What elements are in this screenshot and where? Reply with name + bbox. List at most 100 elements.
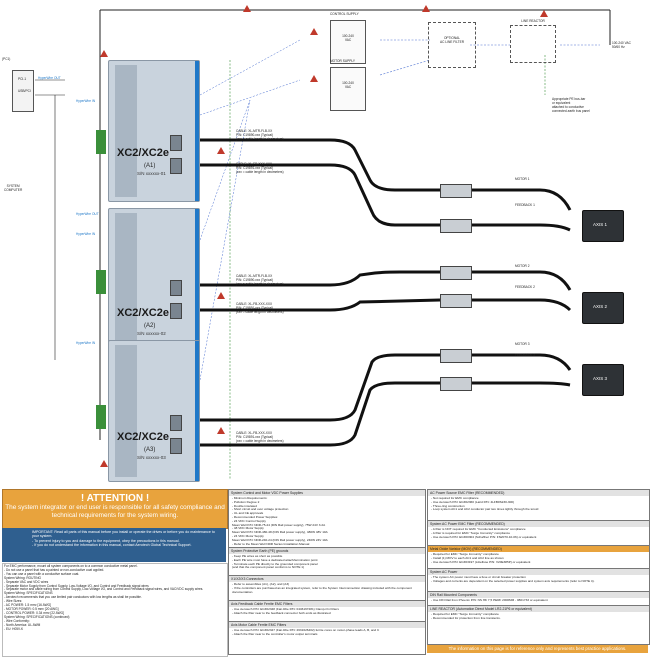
note-din-rail-title: DIN Rail Mounted Components [428,592,649,598]
note-ac-power: System AC Power - The system AC power mu… [427,568,650,592]
note-system-filter-title: System AC Power EMC Filter (RECOMMENDED) [428,521,649,527]
note-supplies-body: - Minimum Requirements: - Pollution Degr… [232,496,328,546]
note-ac-filter: AC Power Source EMC Filter (RECOMMENDED)… [427,489,650,521]
motor-2-label: MOTOR 2 [515,264,530,268]
note-fb-ferrite-title: Axis Feedback Cable Ferrite EMC Filters [229,601,425,607]
attention-message: The system integrator or end user is res… [5,504,225,519]
warning-icon [217,292,225,299]
note-connectors-title: X1/X2/X3 Connectors [229,576,425,582]
note-ac-power-title: System AC Power [428,569,649,575]
note-fb-ferrite: Axis Feedback Cable Ferrite EMC Filters … [228,600,426,622]
control-supply: 100-240 VAC [330,20,366,64]
ac-line-filter: OPTIONAL AC LINE FILTER [428,22,476,68]
cable-fb-2-spec: CABLE: XL-FB-XXX-XXX P/N: C19891-xxx (Ty… [236,302,284,314]
note-line-reactor-title: LINE REACTOR (Automation Direct Model LR… [428,606,649,612]
note-motor-ferrite-title: Axis Motor Cable Ferrite EMC Filters [229,622,425,628]
note-pe: System Protective Earth (PE) grounds - K… [228,547,426,576]
feedback-2-label: FEEDBACK 2 [515,285,535,289]
pc-port-1: PCI-1 [18,77,27,81]
note-line-reactor-body: - Required for EMC "Surge Immunity" comp… [431,612,501,620]
axis-2-label: AXIS 2 [593,304,608,309]
note-din-rail-body: - Use DIN Rail from Phoenix P/N: NS 35/ … [431,598,548,602]
note-motor-ferrite: Axis Motor Cable Ferrite EMC Filters - U… [228,621,426,655]
attention-title: ! ATTENTION ! [80,493,150,504]
motor-axis-2: AXIS 2 [582,292,624,324]
warning-icon [217,147,225,154]
note-ac-filter-title: AC Power Source EMC Filter (RECOMMENDED) [428,490,649,496]
notes-left: For EMC performance, mount all system co… [2,563,228,657]
pc-port-2: USB/PCI [18,89,31,93]
warning-icon [422,5,430,12]
feedback-3-label: FEEDBACK 3 [515,353,535,357]
motor-supply-title: MOTOR SUPPLY [330,59,356,63]
warning-icon [310,75,318,82]
drive-a2-sn: S/N xxxxxx-02 [137,331,166,336]
pc-label: SYSTEM COMPUTER [4,184,23,192]
note-supplies: System Control and Motor VDC Power Suppl… [228,489,426,548]
warning-icon [100,460,108,467]
important-text: IMPORTANT: Read all parts of this manual… [32,530,215,548]
link-label-5: HyperWire IN [76,341,96,345]
ground-note: Appropriate PE bus-bar or equivalent att… [552,97,590,113]
motor-cable-connector-2 [440,266,472,280]
important-notice: IMPORTANT: Read all parts of this manual… [2,528,226,562]
line-reactor-label: LINE REACTOR [521,19,545,23]
system-computer [12,70,34,112]
ac-line-filter-label: OPTIONAL AC LINE FILTER [439,36,465,44]
motor-connector-a3 [170,415,182,431]
line-reactor: LINE REACTOR [510,19,556,63]
note-motor-ferrite-body: - Use Aerotech P/N: ECZ02347 (Fair-Rite … [232,628,380,636]
note-connectors-body: - Refer to assemblies (A1), (A2), and (A… [232,582,412,594]
link-label-4: HyperWire IN [76,232,96,236]
note-mov-body: - Required for EMC "Surge Immunity" comp… [431,552,531,564]
drive-a2: XC2/XC2e (A2) S/N xxxxxx-02 [108,208,200,350]
motor-3-label: MOTOR 3 [515,342,530,346]
warning-icon [243,5,251,12]
cable-fb-1-spec: CABLE: XL-FB-XXX-XXX P/N: C19891-xxx (Ty… [236,162,284,174]
note-connectors: X1/X2/X3 Connectors - Refer to assemblie… [228,575,426,601]
drive-a1-axis: (A1) [144,163,156,169]
io-terminal-a1 [96,130,106,154]
mains-label: 100-240 VAC 50/60 Hz [612,41,631,49]
axis-1-label: AXIS 1 [593,222,608,227]
feedback-connector-a2 [170,303,182,319]
note-supplies-title: System Control and Motor VDC Power Suppl… [229,490,425,496]
warning-icon [540,10,548,17]
control-supply-spec: 100-240 VAC [342,34,354,42]
drive-a1: XC2/XC2e (A1) S/N xxxxxx-01 [108,60,200,202]
drive-a2-brand: XC2/XC2e [117,307,169,319]
drive-a1-sn: S/N xxxxxx-01 [137,171,166,176]
note-ac-filter-body: - Not required for EMC compliance - Use … [431,496,539,512]
note-system-filter: System AC Power EMC Filter (RECOMMENDED)… [427,520,650,546]
wiring-diagram [35,9,611,480]
motor-connector-a1 [170,135,182,151]
attention-banner: ! ATTENTION ! The system integrator or e… [2,489,228,529]
cable-motor-1-spec: CABLE: XL-MTR-FLB-XX P/N: C19890-xxx (Ty… [236,129,284,141]
note-fb-ferrite-body: - Use Aerotech P/N: ECZ02348 (Fair-Rite … [232,607,339,615]
motor-cable-connector-3 [440,349,472,363]
motor-axis-1: AXIS 1 [582,210,624,242]
motor-supply: 100-240 VAC [330,67,366,111]
motor-connector-a2 [170,280,182,296]
link-label-2: HyperWire IN [76,99,96,103]
feedback-cable-connector-1 [440,219,472,233]
drive-a3-axis: (A3) [144,447,156,453]
axis-3-label: AXIS 3 [593,376,608,381]
note-line-reactor: LINE REACTOR (Automation Direct Model LR… [427,605,650,645]
link-label-1: HyperWire OUT [38,76,61,80]
drive-a3: XC2/XC2e (A3) S/N xxxxxx-03 [108,340,200,482]
feedback-1-label: FEEDBACK 1 [515,203,535,207]
io-terminal-a2 [96,270,106,294]
io-terminal-a3 [96,405,106,429]
drive-a2-axis: (A2) [144,323,156,329]
warning-icon [217,427,225,434]
motor-1-label: MOTOR 1 [515,177,530,181]
drive-a3-sn: S/N xxxxxx-03 [137,455,166,460]
warning-icon [100,50,108,57]
drive-a1-brand: XC2/XC2e [117,147,169,159]
note-pe-title: System Protective Earth (PE) grounds [229,548,425,554]
link-label-3: HyperWire OUT [76,212,99,216]
note-mov: Metal Oxide Varistor (MOV) (RECOMMENDED)… [427,545,650,569]
motor-cable-connector-1 [440,184,472,198]
motor-axis-3: AXIS 3 [582,364,624,396]
